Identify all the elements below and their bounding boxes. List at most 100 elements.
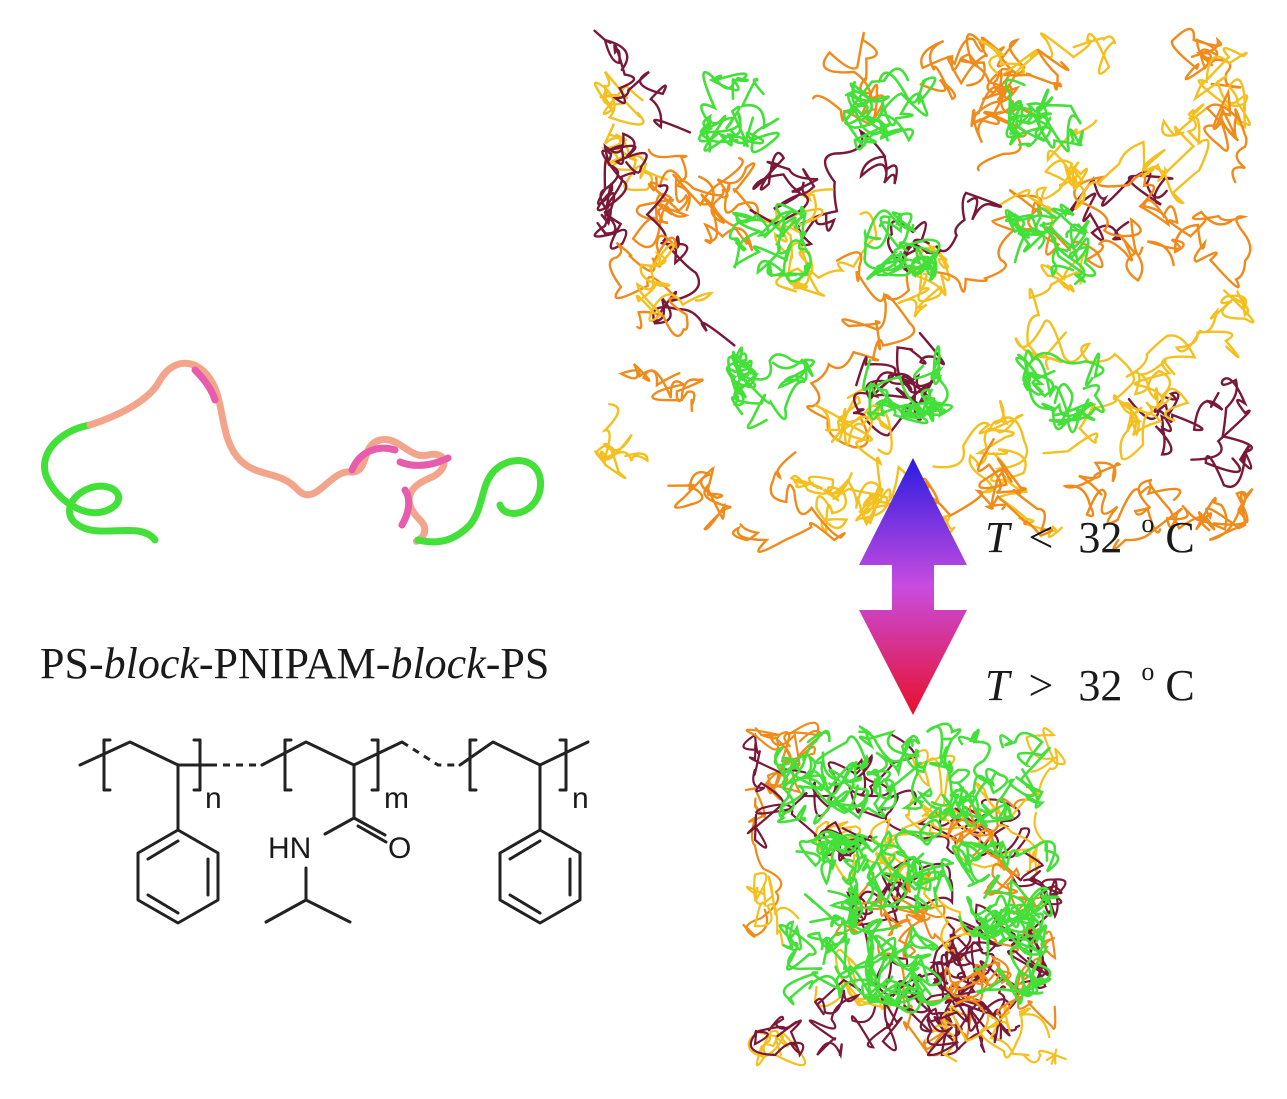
network-strand	[903, 972, 969, 1057]
network-strand	[976, 438, 1053, 538]
ps-cluster-strand	[828, 858, 863, 929]
network-strand	[1014, 319, 1136, 455]
ps-cluster-strand	[898, 241, 939, 279]
ps-cluster-strand	[1006, 88, 1054, 131]
network-strand	[1073, 172, 1207, 256]
network-strand	[932, 421, 1063, 539]
network-strand	[742, 787, 783, 939]
ps-cluster-strand	[816, 839, 867, 886]
network-strand	[1190, 377, 1253, 488]
network-strand	[731, 451, 846, 553]
network-strand	[1064, 140, 1168, 211]
pnipam-block	[86, 359, 448, 545]
network-strand	[808, 978, 862, 1060]
network-strand	[1125, 334, 1197, 411]
ps-cluster-strand	[958, 912, 1045, 941]
svg-text:HN: HN	[268, 832, 311, 865]
ps-cluster-strand	[726, 346, 807, 421]
network-strand	[593, 29, 692, 134]
ps-cluster-strand	[807, 931, 849, 971]
ps-cluster-strand	[1004, 206, 1086, 284]
ps-cluster-strand	[766, 202, 808, 278]
network-strand	[749, 1015, 805, 1058]
ps-block-left	[41, 421, 159, 544]
network-strand	[745, 872, 800, 947]
network-strand	[789, 474, 849, 535]
network-strand	[742, 733, 807, 849]
ps-cluster-strand	[960, 840, 1060, 888]
ps-cluster-strand	[949, 786, 988, 828]
network-strand	[1194, 488, 1254, 542]
ps-cluster-strand	[862, 358, 922, 421]
polymer-name-part: -PNIPAM-	[199, 639, 391, 688]
svg-text:O: O	[388, 832, 411, 865]
network-strand	[940, 1001, 1006, 1057]
ps-cluster-strand	[863, 209, 917, 250]
ps-cluster-strand	[983, 874, 1050, 929]
network-strand	[676, 157, 759, 225]
network-strand	[1008, 189, 1144, 283]
label-below-lcst: T < 32 o C	[985, 493, 1195, 562]
network-strand	[594, 70, 645, 126]
ps-cluster-strand	[863, 227, 913, 277]
network-strand	[835, 214, 1035, 302]
ps-cluster-strand	[894, 818, 943, 882]
svg-text:n: n	[205, 782, 222, 815]
ps-cluster-strand	[815, 735, 869, 815]
ps-cluster-strand	[810, 830, 863, 856]
ps-cluster-strand	[700, 70, 749, 144]
network-strand	[608, 234, 689, 338]
ps-cluster-strand	[874, 399, 954, 425]
ps-cluster-strand	[778, 920, 823, 971]
network-strand	[975, 727, 1066, 827]
ps-cluster-strand	[847, 92, 924, 151]
ps-cluster-strand	[756, 231, 812, 283]
network-strand	[631, 148, 690, 249]
ps-cluster-strand	[782, 944, 876, 1006]
network-strand	[1112, 478, 1216, 551]
ps-cluster-strand	[732, 211, 785, 252]
network-strand	[594, 403, 649, 480]
network-strand	[1203, 88, 1248, 184]
ps-cluster-strand	[1026, 103, 1084, 153]
network-strand	[1062, 461, 1182, 525]
ps-cluster-strand	[821, 751, 869, 821]
svg-text:T < 32 o: T < 32 o C	[985, 493, 1195, 562]
network-strand	[754, 727, 802, 801]
ps-cluster-strand	[868, 736, 928, 810]
ps-cluster-strand	[858, 725, 924, 804]
network-strand	[618, 363, 704, 413]
chemical-structure: n HN O m n	[78, 738, 590, 925]
polymer-name: PS-block-PNIPAM-block-PS	[40, 639, 549, 688]
network-strand	[832, 464, 910, 525]
network-strand	[954, 954, 1057, 1030]
ps-cluster-strand	[865, 830, 918, 912]
network-strand	[647, 173, 754, 252]
ps-cluster-strand	[1022, 368, 1090, 434]
network-strand	[1116, 387, 1190, 461]
network-strand	[1127, 391, 1224, 456]
svg-text:m: m	[384, 782, 409, 815]
polymer-name-part: -PS	[486, 639, 550, 688]
polymer-name-part: PS-	[40, 639, 104, 688]
pnipam-pink-segment	[191, 366, 452, 529]
network-strand	[997, 119, 1098, 227]
network-strand	[980, 1004, 1067, 1065]
network-strand	[1174, 289, 1255, 359]
network-strand	[1170, 27, 1242, 89]
polymer-name-part: block	[104, 639, 201, 688]
ps-cluster-strand	[1007, 945, 1052, 1005]
ps-cluster-strand	[738, 353, 816, 389]
network-strand	[1192, 46, 1251, 130]
ps-cluster-strand	[925, 722, 962, 807]
ps-cluster-strand	[980, 768, 1039, 823]
ps-cluster-strand	[868, 983, 941, 1014]
svg-text:n: n	[572, 782, 589, 815]
ps-cluster-strand	[740, 77, 780, 154]
ps-cluster-strand	[1048, 382, 1105, 425]
swollen-network	[593, 27, 1255, 553]
network-strand	[645, 184, 736, 347]
network-strand	[806, 293, 916, 449]
network-strand	[978, 32, 1117, 78]
